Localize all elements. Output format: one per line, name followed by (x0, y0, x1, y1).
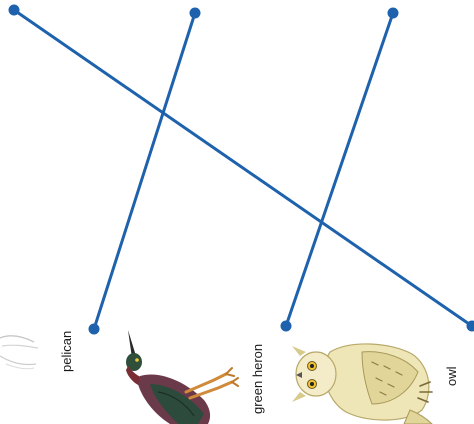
match-line-3 (286, 13, 393, 326)
owl-image (292, 344, 432, 424)
top-dot-3[interactable] (388, 8, 399, 19)
top-dot-1[interactable] (9, 5, 20, 16)
bottom-dot-pelican[interactable] (89, 324, 100, 335)
match-line-2 (94, 13, 195, 329)
label-green-heron: green heron (250, 344, 265, 414)
label-owl: owl (444, 366, 459, 386)
top-dot-2[interactable] (190, 8, 201, 19)
match-line-1 (14, 10, 472, 326)
bottom-dot-green-heron[interactable] (281, 321, 292, 332)
pelican-image (0, 336, 38, 369)
label-pelican: pelican (59, 331, 74, 372)
green-heron-image (126, 330, 238, 424)
